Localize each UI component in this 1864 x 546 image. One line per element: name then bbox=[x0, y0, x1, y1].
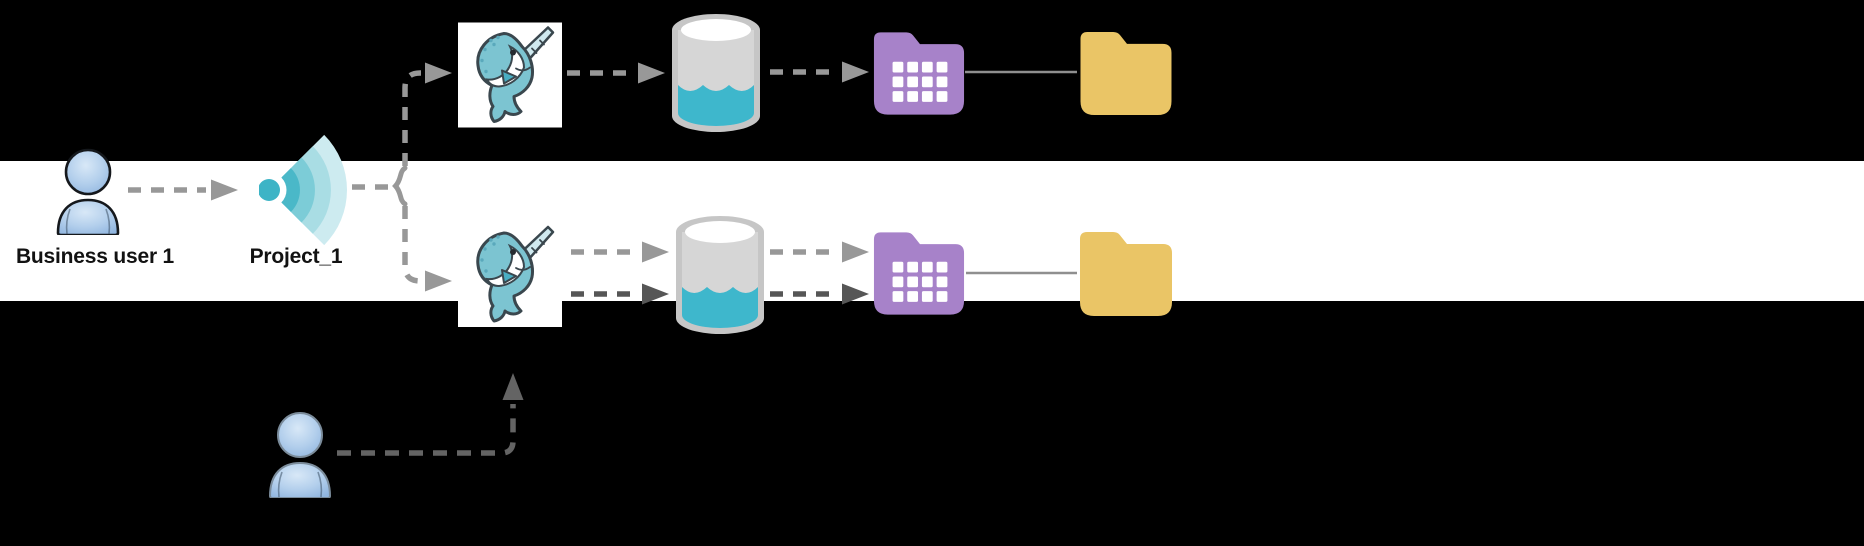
arrowhead-narwhal-mid-to-store-upper bbox=[642, 241, 669, 263]
database-cylinder-icon-middle bbox=[672, 215, 768, 337]
edge-split-to-narwhal-middle bbox=[402, 206, 421, 284]
edge-split-to-narwhal-top bbox=[402, 70, 421, 166]
business-user-label: Business user 1 bbox=[15, 245, 175, 268]
business-user-icon bbox=[53, 147, 123, 235]
output-folder-icon-middle bbox=[1077, 229, 1175, 319]
arrowhead-split-to-narwhal-middle bbox=[425, 270, 452, 292]
arrowhead-store-top-to-dataset bbox=[842, 61, 869, 83]
dataset-folder-icon-middle bbox=[872, 229, 966, 318]
arrowhead-narwhal-mid-to-store-lower bbox=[642, 283, 669, 305]
user2-icon bbox=[265, 410, 335, 498]
arrowhead-store-mid-to-dataset-lower bbox=[842, 283, 869, 305]
arrowhead-store-mid-to-dataset-upper bbox=[842, 241, 869, 263]
project-signal-icon bbox=[259, 134, 348, 246]
project-label: Project_1 bbox=[249, 245, 343, 268]
split-brace bbox=[392, 165, 408, 207]
database-cylinder-icon-top bbox=[668, 13, 764, 135]
dataset-folder-icon-top bbox=[872, 29, 966, 118]
narwhal-icon-middle bbox=[458, 222, 562, 327]
arrowhead-user1-to-project bbox=[211, 179, 238, 201]
edge-user2-to-narwhal-middle bbox=[337, 404, 516, 456]
output-folder-icon-top bbox=[1077, 29, 1175, 118]
arrowhead-narwhal-top-to-store bbox=[638, 62, 665, 84]
arrowhead-split-to-narwhal-top bbox=[425, 62, 452, 84]
arrowhead-user2-to-narwhal-middle bbox=[502, 373, 524, 400]
narwhal-icon-top bbox=[458, 22, 562, 128]
